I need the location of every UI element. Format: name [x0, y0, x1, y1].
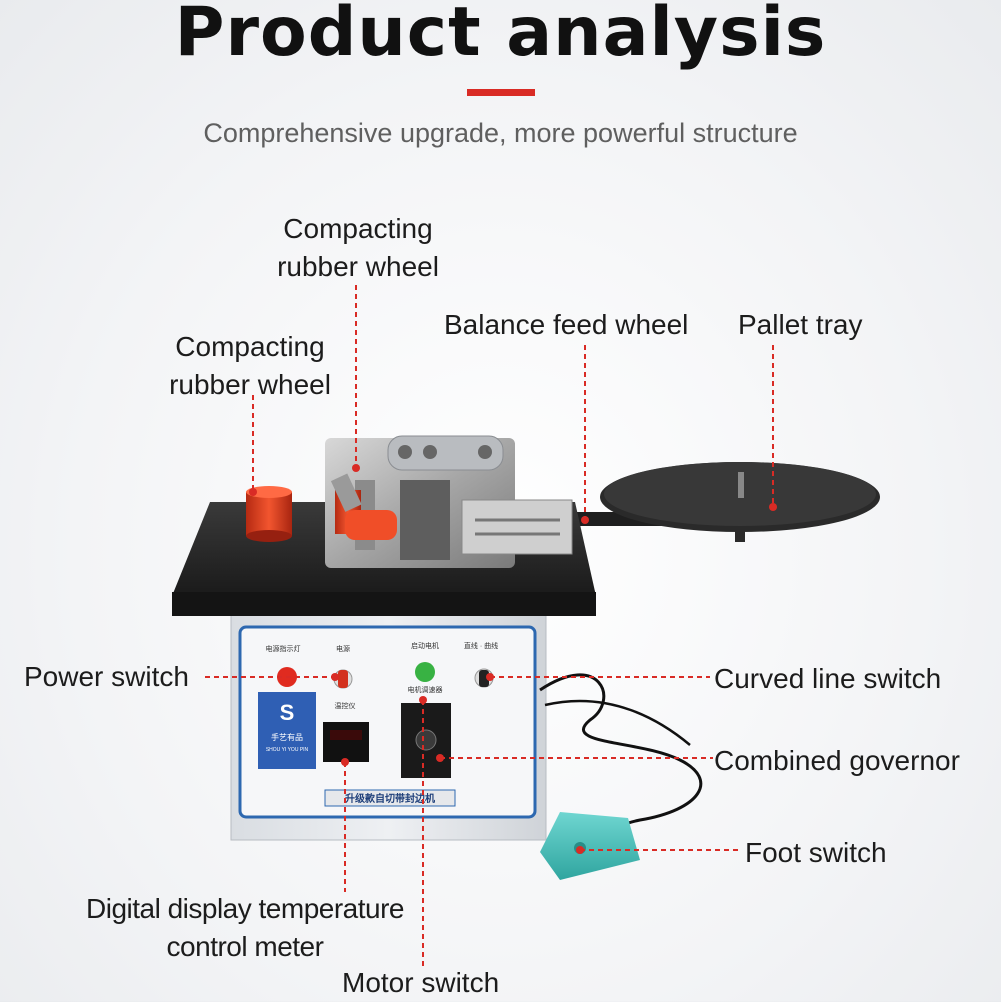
brand-name: 手艺有品 — [271, 732, 303, 742]
callout-lines — [205, 285, 774, 967]
callout-pallet-tray: Pallet tray — [738, 309, 863, 340]
curve-switch-knob — [479, 670, 489, 687]
brand-name-en: SHOU YI YOU PIN — [266, 747, 309, 753]
callout-curved-line-switch: Curved line switch — [714, 663, 942, 694]
pallet-tray — [560, 462, 880, 542]
callout-foot-switch: Foot switch — [745, 837, 887, 868]
callout-digital-display-line1: Digital display temperature — [86, 893, 405, 924]
panel-label-temp: 温控仪 — [335, 701, 356, 710]
title-accent-bar — [467, 89, 535, 96]
panel-label-power-supply: 电源 — [336, 644, 350, 653]
panel-label-power-indicator: 电源指示灯 — [266, 644, 301, 653]
foot-switch-device — [539, 673, 703, 880]
page-subtitle: Comprehensive upgrade, more powerful str… — [203, 118, 798, 148]
svg-text:S: S — [280, 700, 295, 725]
callout-combined-governor: Combined governor — [714, 745, 960, 776]
callout-compacting-wheel-top-line2: rubber wheel — [277, 251, 439, 282]
compacting-rubber-wheel-left — [246, 486, 292, 542]
panel-label-speed: 电机调速器 — [408, 685, 443, 694]
power-switch-knob — [338, 670, 348, 688]
callout-compacting-wheel-left-line2: rubber wheel — [169, 369, 331, 400]
panel-label-starting-motor: 启动电机 — [411, 641, 439, 650]
temperature-display — [323, 722, 369, 762]
callout-dots — [249, 464, 777, 854]
callout-compacting-wheel-top: Compacting rubber wheel — [258, 210, 458, 286]
callout-digital-display: Digital display temperature control mete… — [80, 890, 410, 966]
callout-compacting-wheel-top-line1: Compacting — [283, 213, 433, 244]
feed-mechanism — [325, 435, 573, 568]
callout-motor-switch: Motor switch — [342, 967, 500, 998]
callout-compacting-wheel-left-line1: Compacting — [175, 331, 325, 362]
panel-label-straight-curve: 直线 · 曲线 — [464, 641, 498, 650]
callout-digital-display-line2: control meter — [166, 931, 324, 962]
compacting-rubber-wheel-right — [330, 473, 397, 540]
model-label: 升级款自切带封边机 — [345, 792, 435, 805]
callout-power-switch: Power switch — [24, 661, 189, 692]
motor-start-button — [415, 662, 435, 682]
callout-compacting-wheel-left: Compacting rubber wheel — [150, 328, 350, 404]
callout-balance-feed-wheel: Balance feed wheel — [444, 309, 689, 340]
page-title: Product analysis — [174, 0, 827, 72]
brand-logo-panel — [258, 692, 316, 769]
